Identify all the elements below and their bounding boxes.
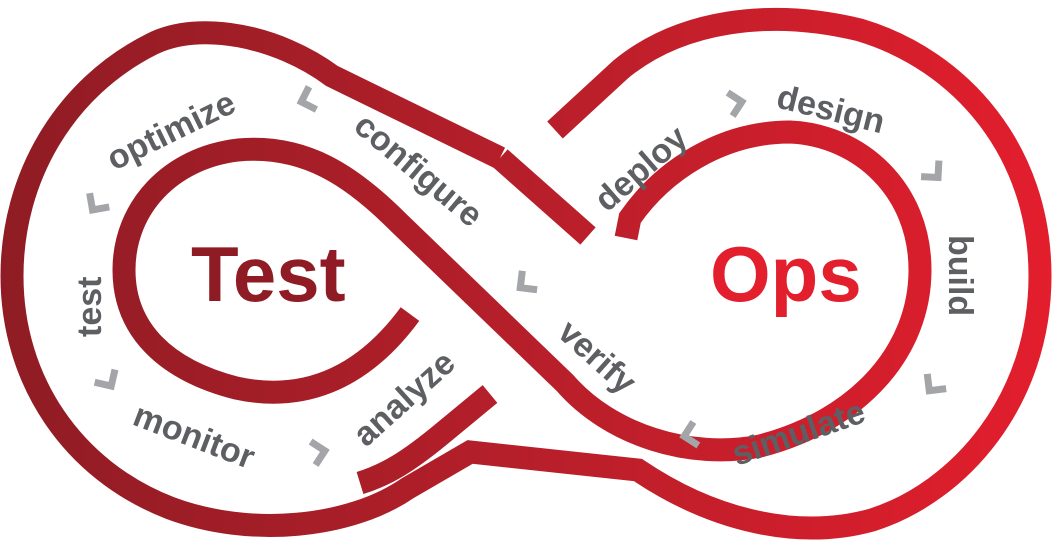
chevron-left-icon: [296, 85, 319, 113]
chevron-right-icon: [920, 160, 943, 182]
step-label-test: test: [71, 277, 109, 337]
chevron-right-icon: [725, 89, 747, 118]
chevron-right-icon: [308, 438, 330, 467]
chevron-right-icon: [93, 368, 119, 391]
chevron-right-icon: [923, 373, 947, 395]
inner-loop-band: [112, 120, 932, 494]
center-label-test: Test: [191, 230, 346, 318]
chevron-left-icon: [516, 270, 538, 294]
chevron-left-icon: [679, 420, 701, 449]
center-label-ops: Ops: [710, 230, 862, 318]
step-label-monitor: monitor: [128, 396, 260, 477]
step-label-build: build: [941, 235, 979, 316]
chevron-left-icon: [86, 192, 110, 214]
step-label-simulate: simulate: [727, 393, 870, 474]
outer-loop-band: [0, 8, 1052, 540]
